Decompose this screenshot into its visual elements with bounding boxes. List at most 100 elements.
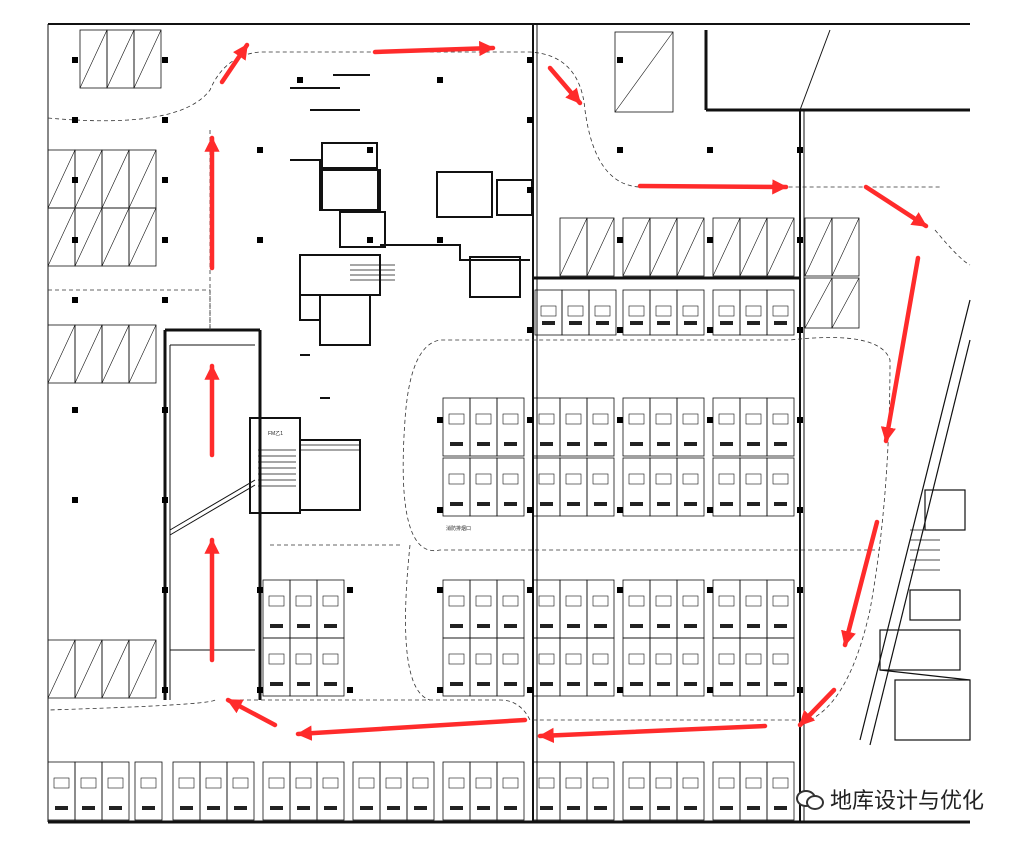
wheel-stop [720,806,733,810]
stall-diagonal [74,149,103,209]
parking-stall [676,397,705,457]
wheel-stop [297,682,310,686]
charger-icon [502,653,519,665]
column [617,687,623,693]
stall-diagonal [128,149,157,209]
wheel-stop [630,442,643,446]
charger-icon [475,595,492,607]
column [257,147,263,153]
parking-stall [559,637,588,697]
parking-stall [469,457,498,517]
charger-icon [295,777,312,789]
charger-icon [538,595,555,607]
parking-stall [352,761,381,821]
charger-icon [140,777,157,789]
wheel-stop [657,624,670,628]
charger-icon [628,305,645,317]
parking-stall [442,637,471,697]
charger-icon [295,653,312,665]
wechat-icon [795,788,824,810]
column [797,327,803,333]
column [72,57,78,63]
column [617,327,623,333]
charger-icon [538,777,555,789]
column [72,177,78,183]
parking-stall [622,637,651,697]
wheel-stop [567,682,580,686]
stall-diagonal [766,217,795,277]
wheel-stop [630,682,643,686]
wheel-stop [720,624,733,628]
charger-icon [475,777,492,789]
parking-stall [622,579,651,639]
charger-icon [448,413,465,425]
parking-stall [676,761,705,821]
parking-stall [739,761,768,821]
parking-stall [586,217,615,277]
parking-stall [586,397,615,457]
core-rooms [249,74,533,514]
charger-icon [80,777,97,789]
stall-diagonal [101,207,130,267]
parking-stall [622,289,651,336]
charger-icon [322,653,339,665]
wheel-stop [540,682,553,686]
stall-diagonal [614,31,674,113]
arrow-right-upper [637,179,789,195]
column [162,57,168,63]
column [437,587,443,593]
arrow-bottom-right-corner [797,687,837,728]
parking-stall [766,579,795,639]
stall-diagonal [47,149,76,209]
wheel-stop [567,502,580,506]
column [797,237,803,243]
charger-icon [718,653,735,665]
parking-stall [496,761,525,821]
charger-icon [53,777,70,789]
parking-stall [316,637,345,697]
column [797,587,803,593]
stall-diagonal [128,639,157,699]
charger-icon [628,653,645,665]
column [162,237,168,243]
wheel-stop [684,321,697,325]
parking-stall [649,457,678,517]
column [72,497,78,503]
parking-stall [496,637,525,697]
column [707,327,713,333]
wheel-stop [657,806,670,810]
column [527,417,533,423]
wheel-stop [450,442,463,446]
charger-icon [565,413,582,425]
charger-icon [682,595,699,607]
wheel-stop [504,624,517,628]
wheel-stop [567,442,580,446]
column [527,587,533,593]
column [162,117,168,123]
column [437,507,443,513]
charger-icon [565,653,582,665]
charger-icon [655,473,672,485]
charger-icon [655,653,672,665]
wheel-stop [540,442,553,446]
charger-icon [205,777,222,789]
parking-stall [739,397,768,457]
wheel-stop [720,682,733,686]
charger-icon [772,413,789,425]
wheel-stop [270,806,283,810]
charger-icon [718,413,735,425]
wheel-stop [324,806,337,810]
stall-diagonal [831,277,860,329]
wheel-stop [630,806,643,810]
parking-stall [561,289,590,336]
parking-stall [649,579,678,639]
column [437,77,443,83]
wheel-stop [270,624,283,628]
column [617,57,623,63]
charger-icon [475,473,492,485]
parking-stall [262,579,291,639]
column [527,327,533,333]
column [527,57,533,63]
wheel-stop [450,806,463,810]
